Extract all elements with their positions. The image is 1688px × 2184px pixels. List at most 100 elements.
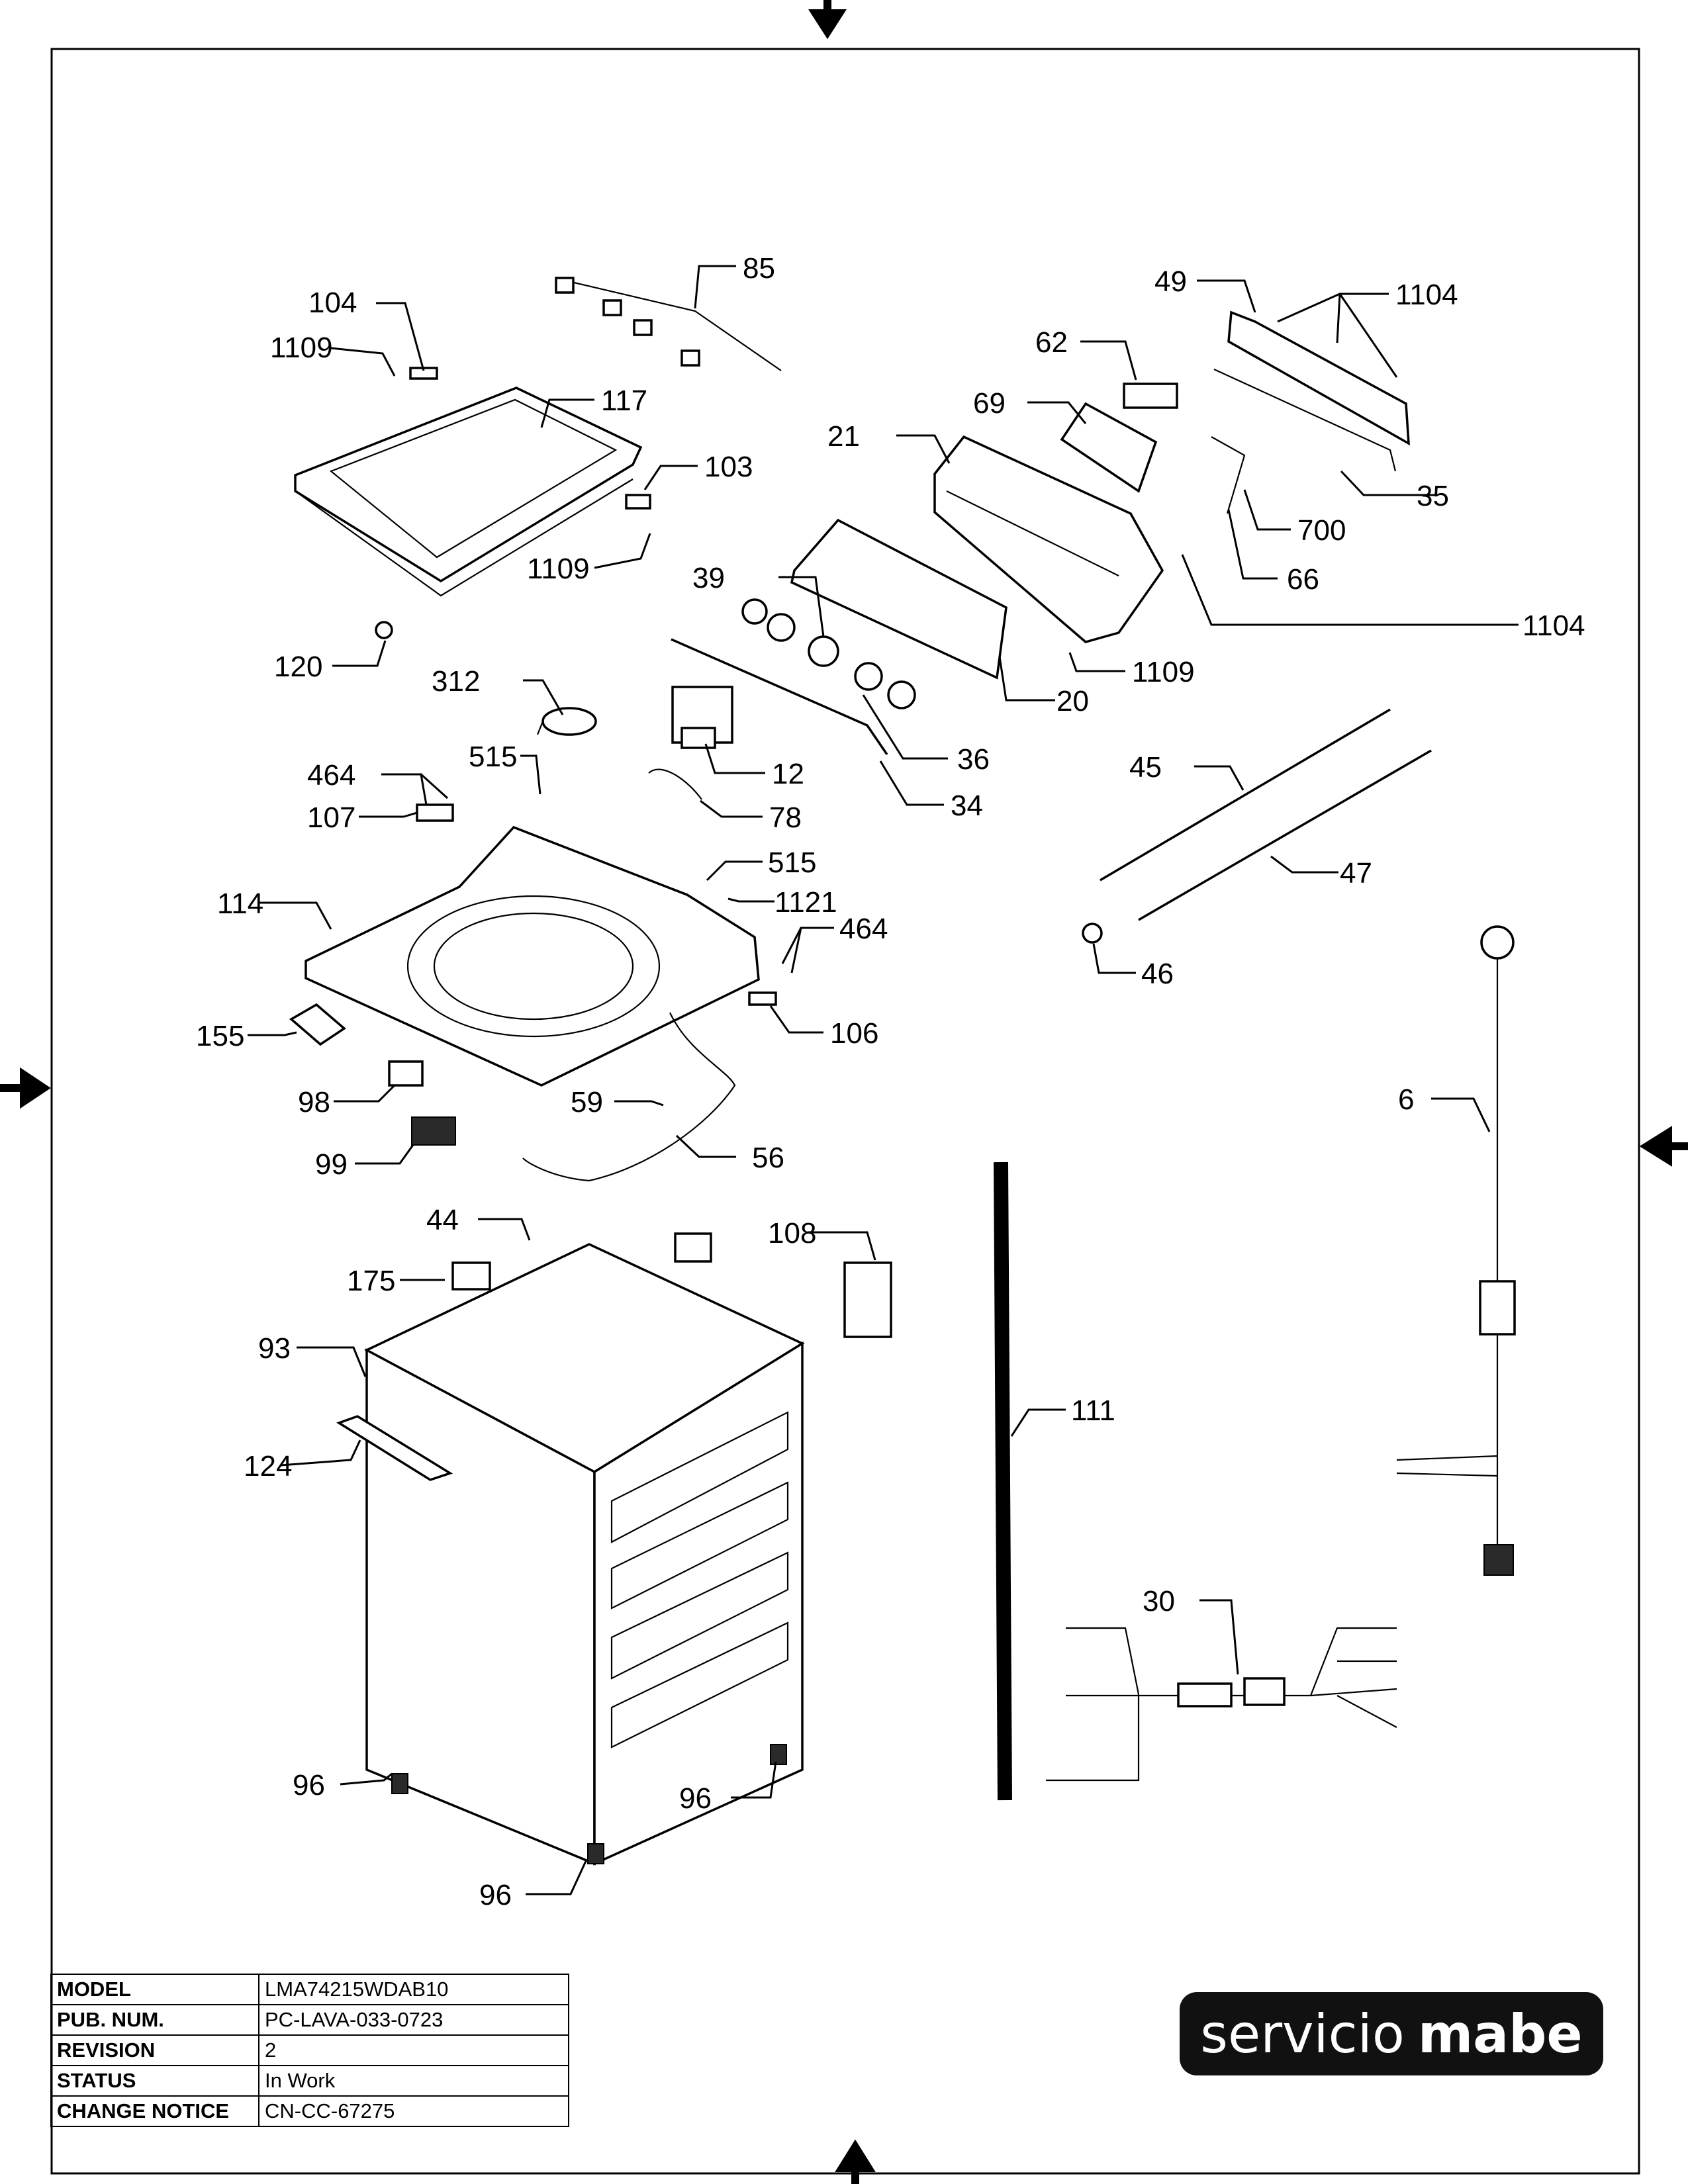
callout-107: 107 [307,801,355,834]
part-106 [748,991,777,1006]
callout-49: 49 [1154,265,1187,298]
callout-99: 99 [315,1148,348,1181]
callout-96-right: 96 [679,1782,712,1815]
callout-104: 104 [308,287,357,319]
callout-85: 85 [743,252,775,285]
callout-175: 175 [347,1265,395,1297]
bracket-700-part [1211,436,1246,514]
callout-106: 106 [830,1017,878,1050]
brand-word-mabe: mabe [1417,2003,1583,2065]
lid-part [294,387,643,597]
hose-45-part [1100,708,1391,882]
drain-hose-111-part [994,1161,1012,1801]
callout-1109-lid: 1109 [527,553,590,585]
title-block-row: PUB. NUM. PC-LAVA-033-0723 [50,2004,569,2036]
callout-515-right: 515 [768,846,816,879]
title-block-label: PUB. NUM. [50,2004,259,2036]
callout-98: 98 [298,1086,330,1118]
control-panel-part [790,435,1164,680]
arrow-top-icon [808,0,847,40]
foot-96a-part [391,1773,408,1794]
title-block-value: 2 [258,2034,569,2066]
callout-124: 124 [244,1450,292,1482]
callout-30: 30 [1143,1585,1175,1617]
hinge-103-part [625,494,651,510]
back-panel-part [1213,310,1410,472]
arrow-bottom-icon [835,2139,876,2184]
callout-59: 59 [571,1086,603,1118]
callout-6: 6 [1398,1083,1414,1116]
callout-69: 69 [973,387,1006,420]
callout-12: 12 [772,758,804,790]
knobs-part [741,598,916,709]
part-107 [416,803,454,822]
label-box-part [674,1232,712,1263]
title-block-label: MODEL [50,1974,259,2005]
callout-1109-panel: 1109 [1132,656,1195,688]
callout-117: 117 [601,385,647,417]
callout-62: 62 [1035,326,1068,359]
hose-47-part [1138,749,1432,921]
callout-515-left: 515 [469,741,517,773]
part-98 [388,1060,424,1087]
callout-35: 35 [1417,480,1449,512]
callout-36: 36 [957,743,990,776]
callout-700: 700 [1297,514,1346,547]
callout-111: 111 [1071,1394,1115,1427]
callout-93: 93 [258,1332,291,1365]
part-155 [289,1003,346,1046]
foot-96b-part [770,1744,787,1765]
callout-56: 56 [752,1142,784,1174]
callout-1109-top: 1109 [270,332,333,364]
foot-96c-part [587,1843,604,1864]
title-block-row: MODEL LMA74215WDAB10 [50,1974,569,2005]
callout-464-left: 464 [307,759,355,792]
callout-66: 66 [1287,563,1319,596]
leader-lines [248,265,1519,1895]
title-block-table: MODEL LMA74215WDAB10 PUB. NUM. PC-LAVA-0… [50,1974,569,2127]
washer-46-part [1082,923,1103,944]
title-block-row: CHANGE NOTICE CN-CC-67275 [50,2095,569,2127]
gasket-56-part [522,1012,736,1182]
title-block-value: PC-LAVA-033-0723 [258,2004,569,2036]
callout-46: 46 [1141,958,1174,990]
callout-20: 20 [1056,685,1089,717]
drawing-frame [50,48,1640,2175]
callout-47: 47 [1340,857,1372,889]
callout-44: 44 [426,1204,459,1236]
title-block-value: LMA74215WDAB10 [258,1974,569,2005]
arrow-right-icon [1639,1126,1688,1167]
callout-21: 21 [827,420,860,453]
callout-1104-top: 1104 [1395,279,1458,311]
callout-103: 103 [704,451,753,483]
title-block-row: REVISION 2 [50,2034,569,2066]
part-99 [411,1116,456,1146]
cabinet-93-part [364,1243,805,1866]
callout-464-right: 464 [839,913,888,945]
callout-96-left: 96 [293,1769,325,1801]
callout-120: 120 [274,651,322,683]
callout-155: 155 [196,1020,244,1052]
wiring-harness-30-part [1046,1627,1397,1782]
power-cord-6-part [1396,925,1516,1576]
arrow-left-icon [0,1067,51,1109]
title-block-label: REVISION [50,2034,259,2066]
callout-34: 34 [951,790,983,822]
callout-78: 78 [769,801,802,834]
title-block-label: STATUS [50,2065,259,2097]
pump-312-part [536,707,597,736]
callout-1121: 1121 [774,886,837,919]
callout-114: 114 [217,887,263,920]
top-cover-114-part [305,825,760,1087]
switch-62-part [1123,383,1178,409]
brand-logo: servicio mabe [1180,1992,1603,2075]
title-block-row: STATUS In Work [50,2065,569,2097]
valve-12-part [671,686,733,749]
rod-34-part [671,638,888,755]
brand-word-servicio: servicio [1200,2003,1405,2065]
lid-switch-harness-part [555,277,782,371]
label-175-part [451,1261,491,1291]
title-block-value: In Work [258,2065,569,2097]
board-69-part [1060,402,1158,493]
